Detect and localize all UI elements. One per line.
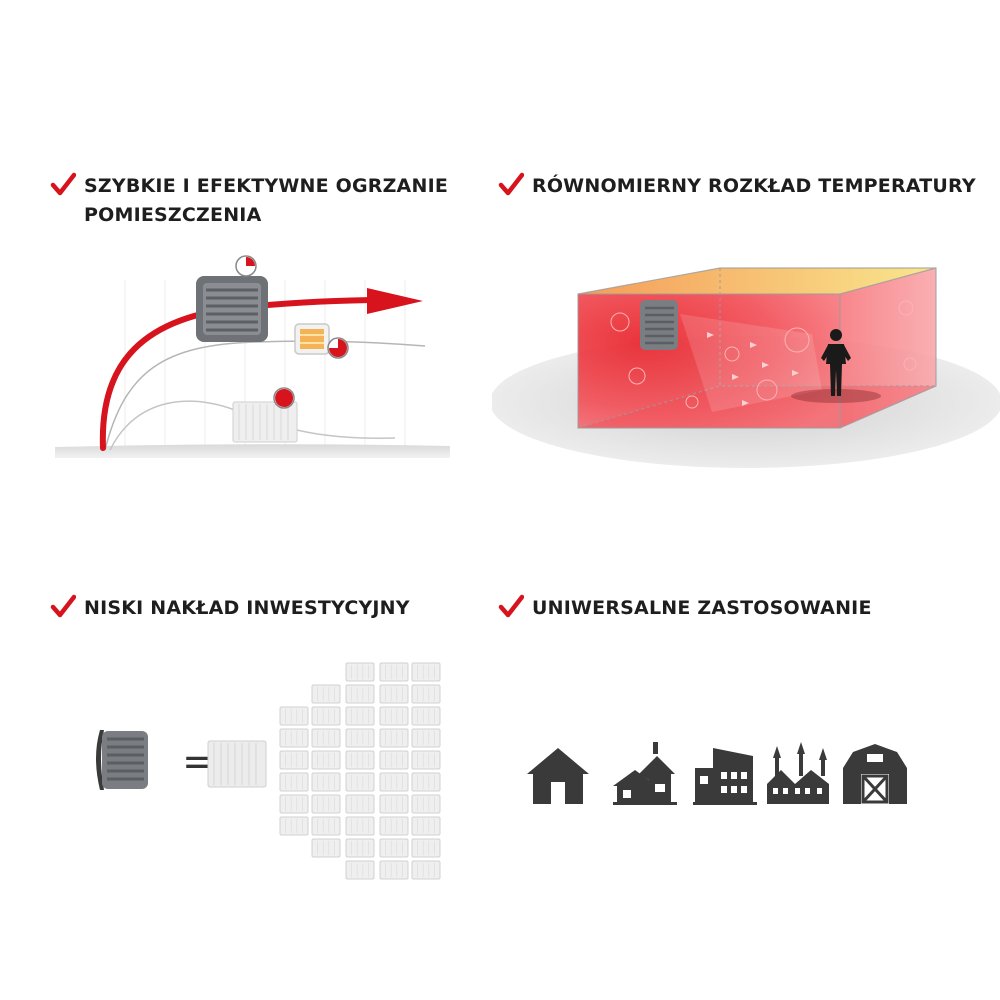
villa-icon bbox=[613, 742, 677, 805]
radiator-icon bbox=[345, 860, 375, 880]
radiator-icon bbox=[411, 816, 441, 836]
church-town-icon bbox=[767, 742, 829, 804]
house-icon bbox=[527, 748, 589, 804]
floor-surface bbox=[55, 444, 450, 458]
radiator-icon bbox=[345, 750, 375, 770]
radiator-icon bbox=[311, 816, 341, 836]
airflow-markers bbox=[610, 300, 917, 409]
feature-title-even-temperature: RÓWNOMIERNY ROZKŁAD TEMPERATURY bbox=[532, 172, 976, 201]
feature-title-line-2: POMIESZCZENIA bbox=[84, 204, 262, 226]
radiator-icon bbox=[279, 816, 309, 836]
heating-speed-illustration bbox=[55, 255, 450, 458]
radiator-icon bbox=[411, 772, 441, 792]
radiator-icon bbox=[345, 728, 375, 748]
radiator-icon bbox=[311, 772, 341, 792]
radiator-icon bbox=[411, 684, 441, 704]
person-icon bbox=[821, 329, 851, 396]
air-stream bbox=[680, 314, 822, 412]
radiator-icon bbox=[411, 662, 441, 682]
radiator-icon bbox=[379, 816, 409, 836]
radiator-icon bbox=[311, 728, 341, 748]
check-icon bbox=[498, 172, 524, 196]
check-icon bbox=[50, 594, 76, 618]
feature-title-fast-heating: SZYBKIE I EFEKTYWNE OGRZANIE POMIESZCZEN… bbox=[84, 172, 448, 230]
feature-title-line-1: NISKI NAKŁAD INWESTYCYJNY bbox=[84, 597, 410, 619]
radiator-icon bbox=[379, 750, 409, 770]
room-front-wall bbox=[578, 294, 840, 428]
radiator-icon bbox=[411, 750, 441, 770]
radiator-grid bbox=[279, 662, 441, 880]
panel-radiator-icon bbox=[232, 401, 298, 443]
infrared-heater-curve bbox=[104, 340, 426, 451]
radiator-icon bbox=[379, 860, 409, 880]
radiator-icon bbox=[345, 772, 375, 792]
feature-title-line-1: SZYBKIE I EFEKTYWNE OGRZANIE bbox=[84, 175, 449, 197]
radiator-icon bbox=[279, 706, 309, 726]
airflow-arrows bbox=[707, 332, 799, 406]
radiator-icon bbox=[379, 794, 409, 814]
feature-title-line-1: UNIWERSALNE ZASTOSOWANIE bbox=[532, 597, 872, 619]
feature-title-line-1: RÓWNOMIERNY ROZKŁAD TEMPERATURY bbox=[532, 175, 976, 197]
radiator-icon bbox=[345, 794, 375, 814]
air-heater-icon bbox=[640, 300, 678, 350]
feature-title-low-investment: NISKI NAKŁAD INWESTYCYJNY bbox=[84, 594, 410, 623]
radiator-icon bbox=[311, 794, 341, 814]
radiator-icon bbox=[279, 794, 309, 814]
feature-title-universal-use: UNIWERSALNE ZASTOSOWANIE bbox=[532, 594, 872, 623]
radiator-icon bbox=[411, 838, 441, 858]
air-heater-icon bbox=[196, 276, 268, 342]
radiator-icon bbox=[279, 750, 309, 770]
radiator-icon bbox=[311, 750, 341, 770]
clock-icon bbox=[327, 337, 349, 359]
room-ceiling bbox=[578, 268, 936, 294]
radiator-icon bbox=[311, 684, 341, 704]
barn-icon bbox=[843, 744, 907, 804]
radiator-icon bbox=[311, 838, 341, 858]
clock-icon bbox=[273, 387, 295, 409]
radiator-icon bbox=[345, 816, 375, 836]
radiator-icon bbox=[379, 684, 409, 704]
check-icon bbox=[50, 172, 76, 196]
radiator-icon bbox=[411, 728, 441, 748]
radiator-icon bbox=[345, 706, 375, 726]
radiator-icon bbox=[379, 772, 409, 792]
radiator-icon bbox=[379, 728, 409, 748]
building-types-illustration bbox=[527, 742, 907, 805]
clock-icon bbox=[235, 255, 257, 277]
radiator-icon bbox=[379, 662, 409, 682]
radiator-icon bbox=[411, 706, 441, 726]
infrared-heater-icon bbox=[294, 323, 330, 355]
radiator-icon bbox=[279, 772, 309, 792]
arrow-head-icon bbox=[367, 288, 423, 314]
radiator-icon bbox=[379, 706, 409, 726]
check-icon bbox=[498, 594, 524, 618]
radiator-icon bbox=[379, 838, 409, 858]
radiator-icon bbox=[311, 706, 341, 726]
radiator-icon bbox=[345, 838, 375, 858]
radiator-icon bbox=[345, 684, 375, 704]
radiator-icon bbox=[411, 860, 441, 880]
room-floor bbox=[578, 386, 936, 428]
air-heater-icon bbox=[96, 730, 148, 790]
room-temperature-illustration bbox=[492, 267, 1000, 468]
room-side-wall bbox=[840, 268, 936, 428]
panel-radiator-icon bbox=[207, 740, 267, 788]
person-shadow bbox=[791, 389, 881, 403]
investment-comparison-illustration: = bbox=[96, 662, 441, 880]
radiator-icon bbox=[345, 662, 375, 682]
apartment-building-icon bbox=[693, 748, 757, 805]
radiator-icon bbox=[411, 794, 441, 814]
radiator-icon bbox=[279, 728, 309, 748]
